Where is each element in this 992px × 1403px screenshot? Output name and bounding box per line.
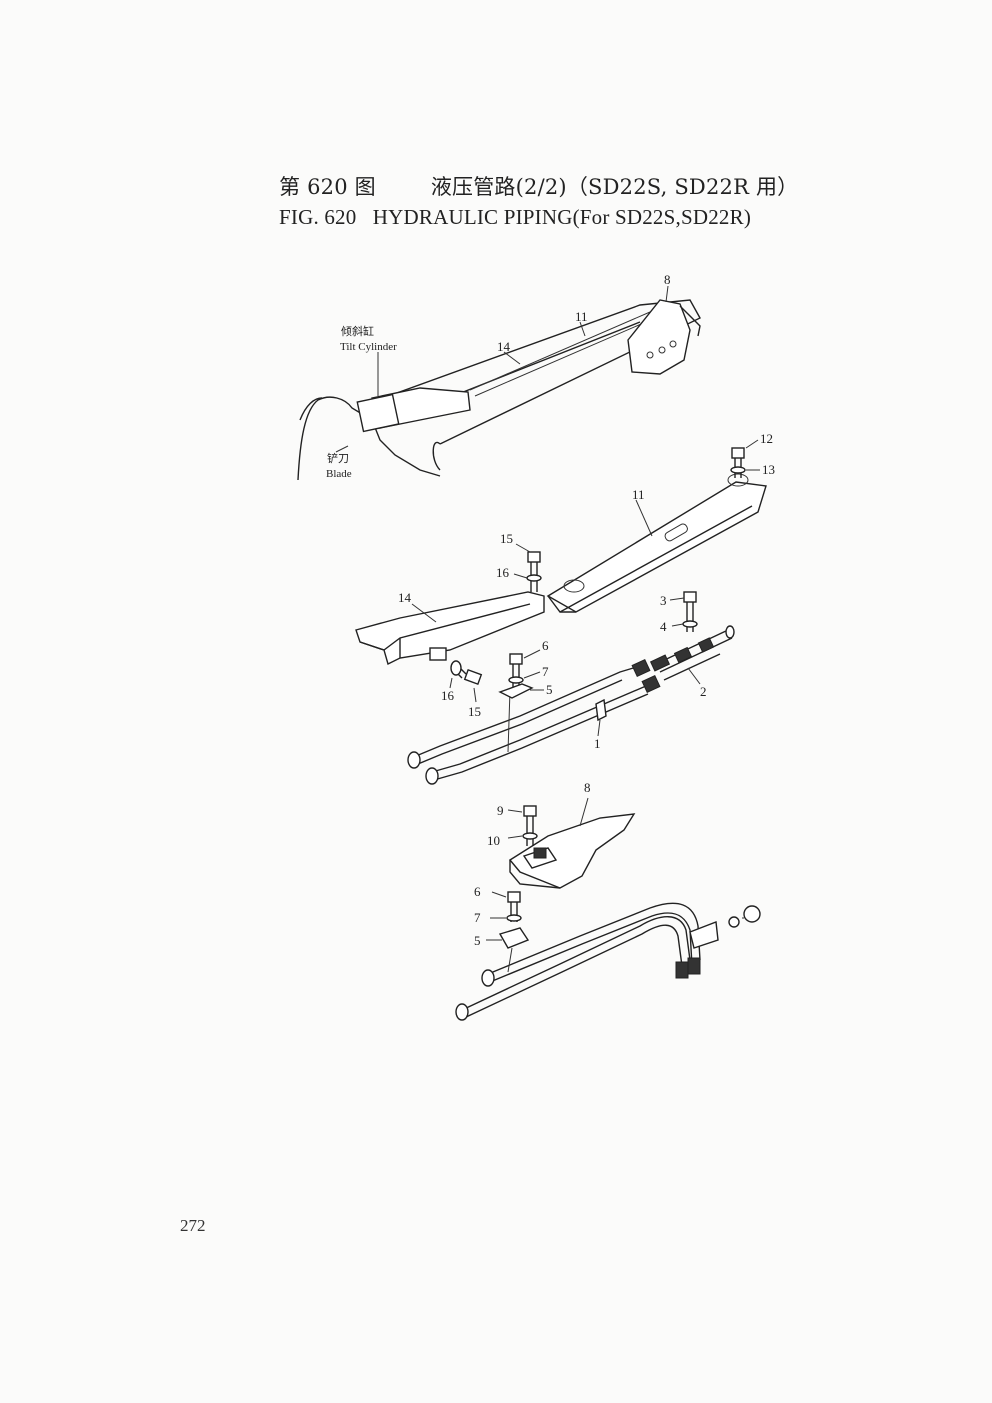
callout-7-upper: 7 [542,664,549,679]
blade-label-en: Blade [326,468,352,480]
callout-12: 12 [760,431,773,446]
washer-16-upper [526,574,542,582]
callout-15-lower: 15 [468,704,481,719]
callout-5-upper: 5 [546,682,553,697]
callout-15-upper: 15 [500,531,513,546]
washer-13 [730,466,746,474]
callout-9: 9 [497,803,504,818]
callout-10: 10 [487,833,500,848]
lower-hose-assembly [455,902,761,1021]
bolt-9 [507,805,537,846]
callout-11: 11 [632,487,645,502]
callout-3: 3 [660,593,667,608]
figure-title-english: FIG. 620 HYDRAULIC PIPING(For SD22S,SD22… [279,205,752,229]
callout-top-11: 11 [575,309,588,324]
assembly-overview [297,285,701,481]
callout-16-lower: 16 [441,688,455,703]
bolt-6-upper [509,649,541,690]
callout-8: 8 [584,780,591,795]
callout-5-lower: 5 [474,933,481,948]
pipe-guard-8 [508,797,636,889]
callout-14: 14 [398,590,412,605]
bolt-15-upper [515,543,541,592]
pipe-guard-14 [355,591,545,666]
blade-label-cn: 铲刀 [327,451,349,465]
callout-top-8: 8 [664,272,671,287]
callout-7-lower: 7 [474,910,481,925]
callout-1: 1 [594,736,601,751]
clamp-5-upper [498,683,534,699]
callout-13: 13 [762,462,775,477]
clamp-5-lower [498,927,530,949]
washer-7-upper [508,676,524,684]
callout-2: 2 [700,684,707,699]
page-number: 272 [180,1216,206,1235]
pipe-guard-11 [546,473,767,613]
tilt-cylinder-label-cn: 倾斜缸 [341,324,374,338]
callout-4: 4 [660,619,667,634]
figure-title-chinese: 第 620 图 液压管路(2/2)（SD22S, SD22R 用） [279,175,799,199]
callout-6-lower: 6 [474,884,481,899]
hose-assembly-2 [649,625,735,685]
washer-7-lower [506,914,522,922]
washer-10 [522,832,538,840]
callout-top-14: 14 [497,339,511,354]
callout-16-upper: 16 [496,565,510,580]
hose-assembly-1 [407,658,661,785]
washer-4 [682,620,698,628]
washer-16-lower [450,660,462,676]
callout-6-upper: 6 [542,638,549,653]
tilt-cylinder-label-en: Tilt Cylinder [340,341,397,353]
